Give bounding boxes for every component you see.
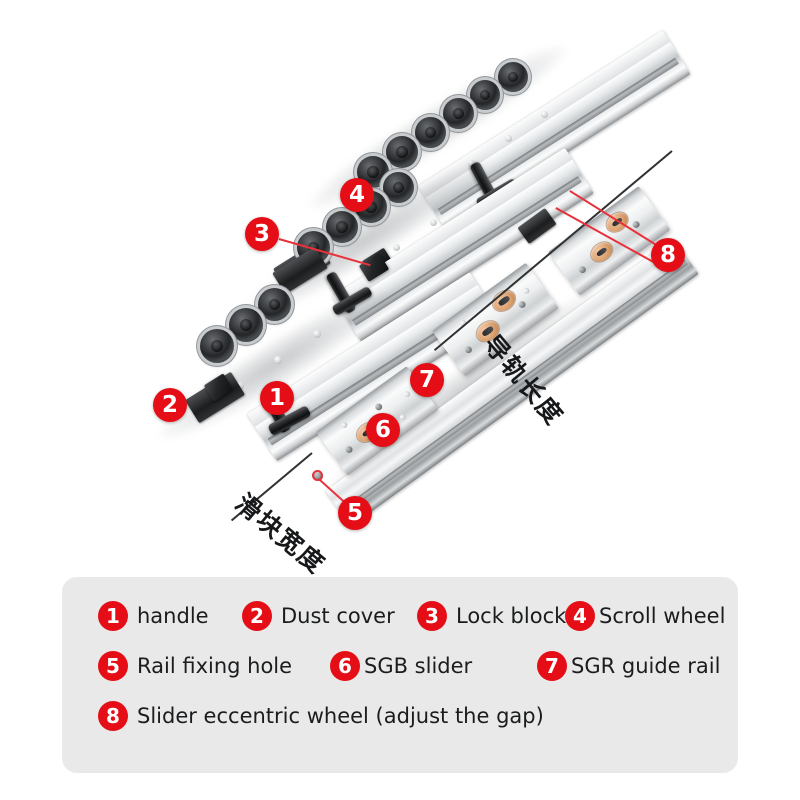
callout-badge-5[interactable]: 5 xyxy=(338,496,372,530)
scroll-wheel xyxy=(229,308,263,342)
callout-badge-6[interactable]: 6 xyxy=(366,413,400,447)
legend-badge-5: 5 xyxy=(98,651,128,681)
legend-item-slider-eccentric-wheel[interactable]: 8 Slider eccentric wheel (adjust the gap… xyxy=(98,701,544,731)
rail-dowel-pin xyxy=(313,330,321,338)
legend-badge-6: 6 xyxy=(330,651,360,681)
legend-label-3: Lock block xyxy=(456,604,567,628)
scroll-wheel xyxy=(415,117,446,148)
scroll-wheel xyxy=(498,62,528,92)
callout-badge-2[interactable]: 2 xyxy=(153,388,187,422)
scroll-wheel xyxy=(470,80,500,110)
callout-badge-7[interactable]: 7 xyxy=(410,363,444,397)
legend-label-7: SGR guide rail xyxy=(571,654,721,678)
legend-item-rail-fixing-hole[interactable]: 5 Rail fixing hole xyxy=(98,651,292,681)
legend-item-sgr-guide-rail[interactable]: 7 SGR guide rail xyxy=(537,651,720,681)
slider-screw-hole xyxy=(631,219,642,230)
legend-row-2: 5 Rail fixing hole 6 SGB slider 7 SGR gu… xyxy=(62,651,738,701)
slider-screw-hole xyxy=(577,264,588,275)
legend-item-sgb-slider[interactable]: 6 SGB slider xyxy=(330,651,472,681)
legend-label-4: Scroll wheel xyxy=(599,604,726,628)
legend-badge-7: 7 xyxy=(537,651,567,681)
legend-panel: 1 handle 2 Dust cover 3 Lock block 4 Scr… xyxy=(62,577,738,773)
slider-screw-hole xyxy=(463,344,474,355)
legend-row-3: 8 Slider eccentric wheel (adjust the gap… xyxy=(62,701,738,751)
legend-label-1: handle xyxy=(137,604,209,628)
rail-dowel-pin xyxy=(505,135,512,142)
leader-dot-5 xyxy=(312,470,323,481)
dimension-label-slider-width: 滑块宽度 xyxy=(229,488,332,580)
eccentric-wheel xyxy=(587,238,617,266)
legend-row-1: 1 handle 2 Dust cover 3 Lock block 4 Scr… xyxy=(62,601,738,651)
slider-dowel-pin xyxy=(340,420,349,430)
slider-dowel-pin xyxy=(402,389,412,399)
scroll-wheel xyxy=(443,98,474,129)
legend-badge-3: 3 xyxy=(417,601,447,631)
legend-item-handle[interactable]: 1 handle xyxy=(98,601,209,631)
callout-badge-4[interactable]: 4 xyxy=(340,178,374,212)
legend-item-scroll-wheel[interactable]: 4 Scroll wheel xyxy=(565,601,725,631)
legend-badge-2: 2 xyxy=(242,601,272,631)
rail-dowel-pin xyxy=(393,244,400,251)
legend-label-5: Rail fixing hole xyxy=(137,654,293,678)
scroll-wheel xyxy=(258,288,291,321)
legend-item-lock-block[interactable]: 3 Lock block xyxy=(417,601,566,631)
callout-badge-3[interactable]: 3 xyxy=(245,217,279,251)
rail-dowel-pin xyxy=(430,219,437,226)
legend-badge-4: 4 xyxy=(565,601,595,631)
scroll-wheel xyxy=(200,329,234,363)
product-photo-stage: 导轨长度 滑块宽度 4 3 2 1 7 6 5 8 xyxy=(0,0,800,565)
slider-screw-hole xyxy=(344,444,354,455)
legend-label-6: SGB slider xyxy=(364,654,473,678)
slider-screw-hole xyxy=(517,299,528,310)
scroll-wheel xyxy=(386,136,418,168)
scroll-wheel xyxy=(326,211,358,243)
slider-dowel-pin xyxy=(398,412,408,422)
rail-dowel-pin xyxy=(541,111,548,118)
rail-dowel-pin xyxy=(274,356,282,364)
legend-label-2: Dust cover xyxy=(281,604,395,628)
slider-dowel-pin xyxy=(522,286,531,296)
scroll-wheel xyxy=(383,172,414,203)
callout-badge-8[interactable]: 8 xyxy=(651,238,685,272)
slider-screw-hole xyxy=(373,401,384,412)
legend-label-8: Slider eccentric wheel (adjust the gap) xyxy=(137,704,544,728)
callout-badge-1[interactable]: 1 xyxy=(260,381,294,415)
legend-badge-1: 1 xyxy=(98,601,128,631)
legend-item-dust-cover[interactable]: 2 Dust cover xyxy=(242,601,395,631)
legend-badge-8: 8 xyxy=(98,701,128,731)
